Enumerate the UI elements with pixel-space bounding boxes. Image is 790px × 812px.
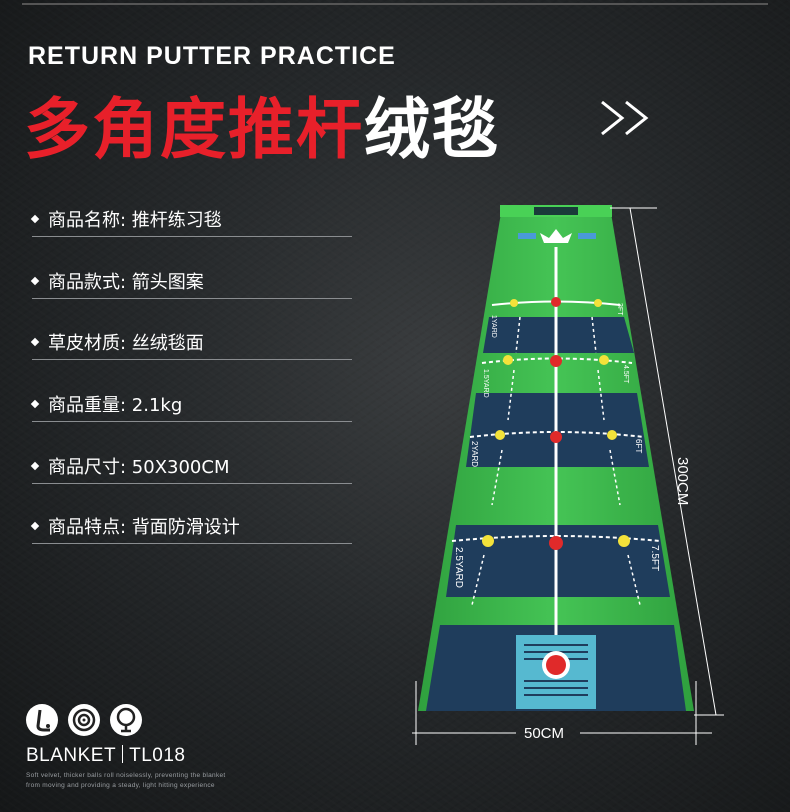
page-title: 多角度推杆绒毯: [24, 76, 500, 172]
hole-cup: [546, 655, 566, 675]
label-left-2-5yard: 2.5YARD: [453, 547, 464, 588]
feature-icons: [26, 704, 142, 736]
target-dot: [549, 536, 563, 550]
spec-item-material: 草皮材质: 丝绒毯面: [30, 329, 352, 360]
spec-text: 商品名称: 推杆练习毯: [48, 210, 222, 231]
distance-arc: [451, 535, 661, 542]
label-left-2yard: 2YARD: [470, 441, 479, 467]
bullet-icon: [30, 337, 40, 347]
bullet-icon: [30, 399, 40, 409]
width-label: 50CM: [524, 725, 564, 742]
bullet-icon: [30, 461, 40, 471]
marker-dot: [482, 535, 494, 547]
spec-text: 商品重量: 2.1kg: [48, 395, 183, 416]
bullet-icon: [30, 276, 40, 286]
spec-item-style: 商品款式: 箭头图案: [30, 268, 352, 299]
description-line: from moving and providing a steady, ligh…: [26, 782, 215, 789]
title-white-part: 绒毯: [364, 91, 500, 168]
distance-arc: [481, 357, 633, 364]
length-label: 300CM: [674, 457, 691, 505]
mat-band: [446, 525, 670, 597]
subtitle: RETURN PUTTER PRACTICE: [28, 42, 396, 70]
bullet-icon: [30, 521, 40, 531]
separator: [122, 745, 124, 763]
top-divider: [22, 3, 768, 5]
marker-dot: [599, 355, 609, 365]
crown-icon: [540, 229, 572, 243]
bullet-icon: [30, 214, 40, 224]
label-left-1yard: 1YARD: [490, 315, 497, 338]
label-left-1-5yard: 1.5YARD: [482, 369, 489, 398]
spec-item-name: 商品名称: 推杆练习毯: [30, 206, 352, 237]
double-chevron-icon: [601, 100, 649, 136]
side-guides: [471, 316, 641, 606]
label-right-3ft: 3FT: [616, 303, 623, 316]
label-right-7-5ft: 7.5FT: [649, 545, 660, 571]
title-red-part: 多角度推杆: [24, 91, 364, 168]
mat-band: [483, 317, 634, 353]
mat-deco: [578, 233, 596, 239]
marker-dot: [495, 430, 505, 440]
marker-dot: [607, 430, 617, 440]
spec-item-feature: 商品特点: 背面防滑设计: [30, 513, 352, 544]
spec-text: 商品特点: 背面防滑设计: [48, 517, 240, 538]
marker-dot: [510, 299, 518, 307]
mat-logo: [534, 207, 578, 215]
target-icon: [68, 704, 100, 736]
label-right-6ft: 6FT: [634, 439, 643, 453]
spec-text: 草皮材质: 丝绒毯面: [48, 333, 204, 354]
spec-item-weight: 商品重量: 2.1kg: [30, 391, 352, 422]
mat-deco: [518, 233, 536, 239]
putting-mat-illustration: 1YARD 3FT 1.5YARD 4.5FT 2YARD 6FT 2.5YAR…: [412, 205, 724, 745]
golf-ball-icon: [110, 704, 142, 736]
description-line: Soft velvet, thicker balls roll noiseles…: [26, 772, 226, 779]
target-dot: [550, 355, 562, 367]
spec-text: 商品尺寸: 50X300CM: [48, 457, 230, 478]
product-description: Soft velvet, thicker balls roll noiseles…: [26, 771, 286, 791]
brand-name: BLANKET: [26, 745, 117, 766]
target-dot: [550, 431, 562, 443]
spec-text: 商品款式: 箭头图案: [48, 272, 204, 293]
putter-icon: [26, 704, 58, 736]
marker-dot: [503, 355, 513, 365]
marker-dot: [594, 299, 602, 307]
label-right-4-5ft: 4.5FT: [622, 365, 629, 384]
dimension-lines: [412, 207, 724, 745]
marker-dot: [618, 535, 630, 547]
model-number: TL018: [129, 745, 186, 766]
target-dot: [551, 297, 561, 307]
model-line: BLANKET TL018: [26, 745, 185, 767]
spec-item-size: 商品尺寸: 50X300CM: [30, 453, 352, 484]
